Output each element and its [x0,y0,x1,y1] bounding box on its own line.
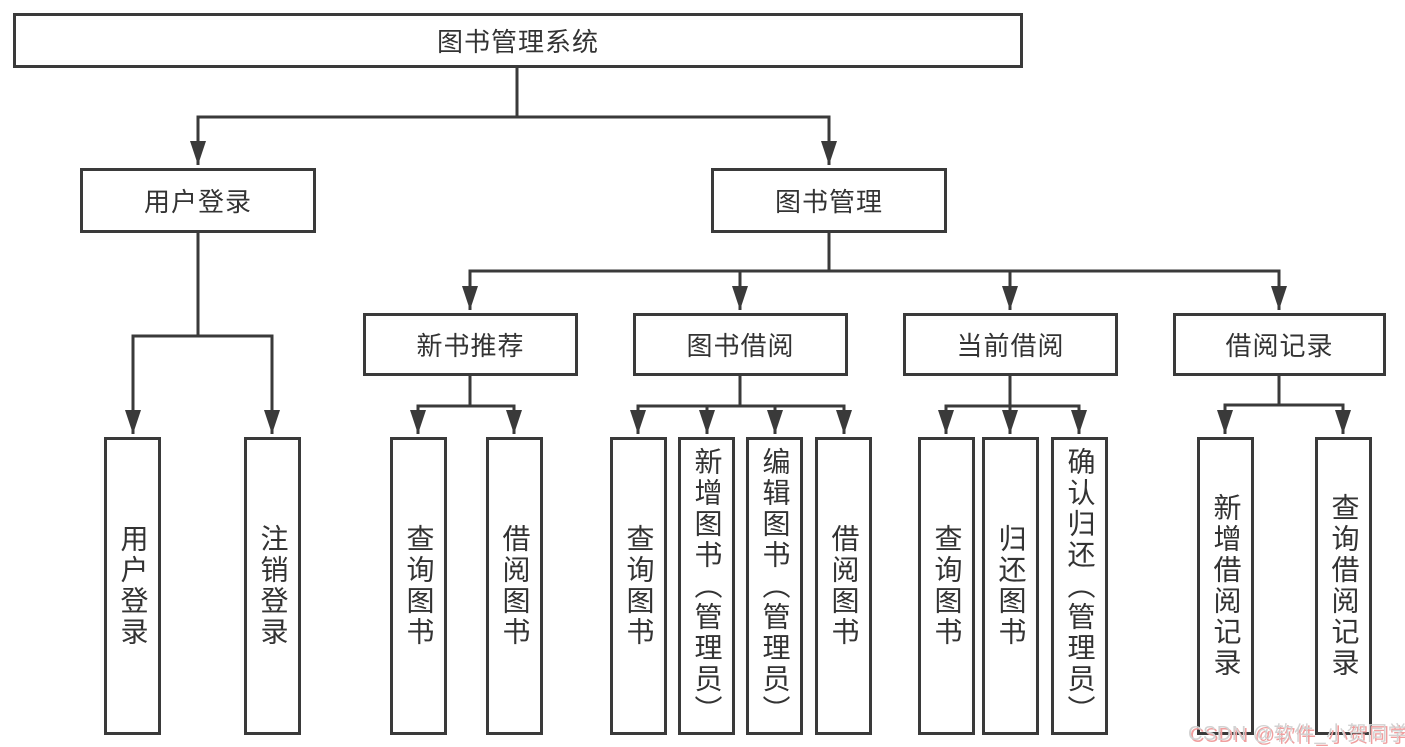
leaf-confirm-return-admin-label: 确认归还（管理员） [1064,446,1096,726]
connector-borrowing-records [1217,376,1351,434]
leaf-add-books-admin: 新增图书（管理员） [678,437,735,735]
node-borrowing-records-label: 借阅记录 [1225,331,1334,361]
leaf-borrow-books-recommend: 借阅图书 [486,437,543,735]
node-new-book-recommend-label: 新书推荐 [416,331,525,361]
connector-new-book-recommend [410,376,522,434]
leaf-borrow-books-recommend-label: 借阅图书 [499,524,531,648]
connector-user-login [125,233,280,434]
leaf-user-login: 用户登录 [104,437,161,735]
connector-book-management [462,233,1287,310]
leaf-add-books-admin-label: 新增图书（管理员） [691,446,723,726]
leaf-logout-label: 注销登录 [257,524,289,648]
leaf-query-books-borrowing: 查询图书 [610,437,667,735]
leaf-edit-books-admin-label: 编辑图书（管理员） [759,446,791,726]
leaf-edit-books-admin: 编辑图书（管理员） [746,437,803,735]
node-current-borrowing-label: 当前借阅 [956,331,1065,361]
node-book-management-label: 图书管理 [774,187,883,217]
leaf-return-books: 归还图书 [982,437,1039,735]
node-book-borrowing-label: 图书借阅 [686,331,795,361]
node-current-borrowing: 当前借阅 [903,313,1118,376]
leaf-query-books-borrowing-label: 查询图书 [623,524,655,648]
node-new-book-recommend: 新书推荐 [363,313,578,376]
leaf-confirm-return-admin: 确认归还（管理员） [1051,437,1108,735]
leaf-add-borrow-record: 新增借阅记录 [1197,437,1254,735]
node-borrowing-records: 借阅记录 [1173,313,1386,376]
leaf-user-login-label: 用户登录 [117,524,149,648]
node-root-label: 图书管理系统 [436,27,599,57]
node-book-borrowing: 图书借阅 [633,313,848,376]
leaf-borrow-books: 借阅图书 [815,437,872,735]
leaf-query-books-current-label: 查询图书 [931,524,963,648]
leaf-query-books-current: 查询图书 [918,437,975,735]
leaf-query-books-recommend-label: 查询图书 [403,524,435,648]
leaf-add-borrow-record-label: 新增借阅记录 [1210,493,1242,679]
connector-current-borrowing [938,376,1087,434]
leaf-query-books-recommend: 查询图书 [390,437,447,735]
leaf-return-books-label: 归还图书 [995,524,1027,648]
leaf-query-borrow-record: 查询借阅记录 [1315,437,1372,735]
node-book-management: 图书管理 [711,168,947,233]
node-user-login-label: 用户登录 [143,187,252,217]
node-user-login: 用户登录 [80,168,316,233]
csdn-watermark: CSDN @软件_小贺同学 [1188,723,1405,745]
connector-root [190,68,837,165]
connector-book-borrowing [630,376,852,434]
node-root: 图书管理系统 [13,13,1023,68]
leaf-query-borrow-record-label: 查询借阅记录 [1328,493,1360,679]
leaf-logout: 注销登录 [244,437,301,735]
leaf-borrow-books-label: 借阅图书 [828,524,860,648]
